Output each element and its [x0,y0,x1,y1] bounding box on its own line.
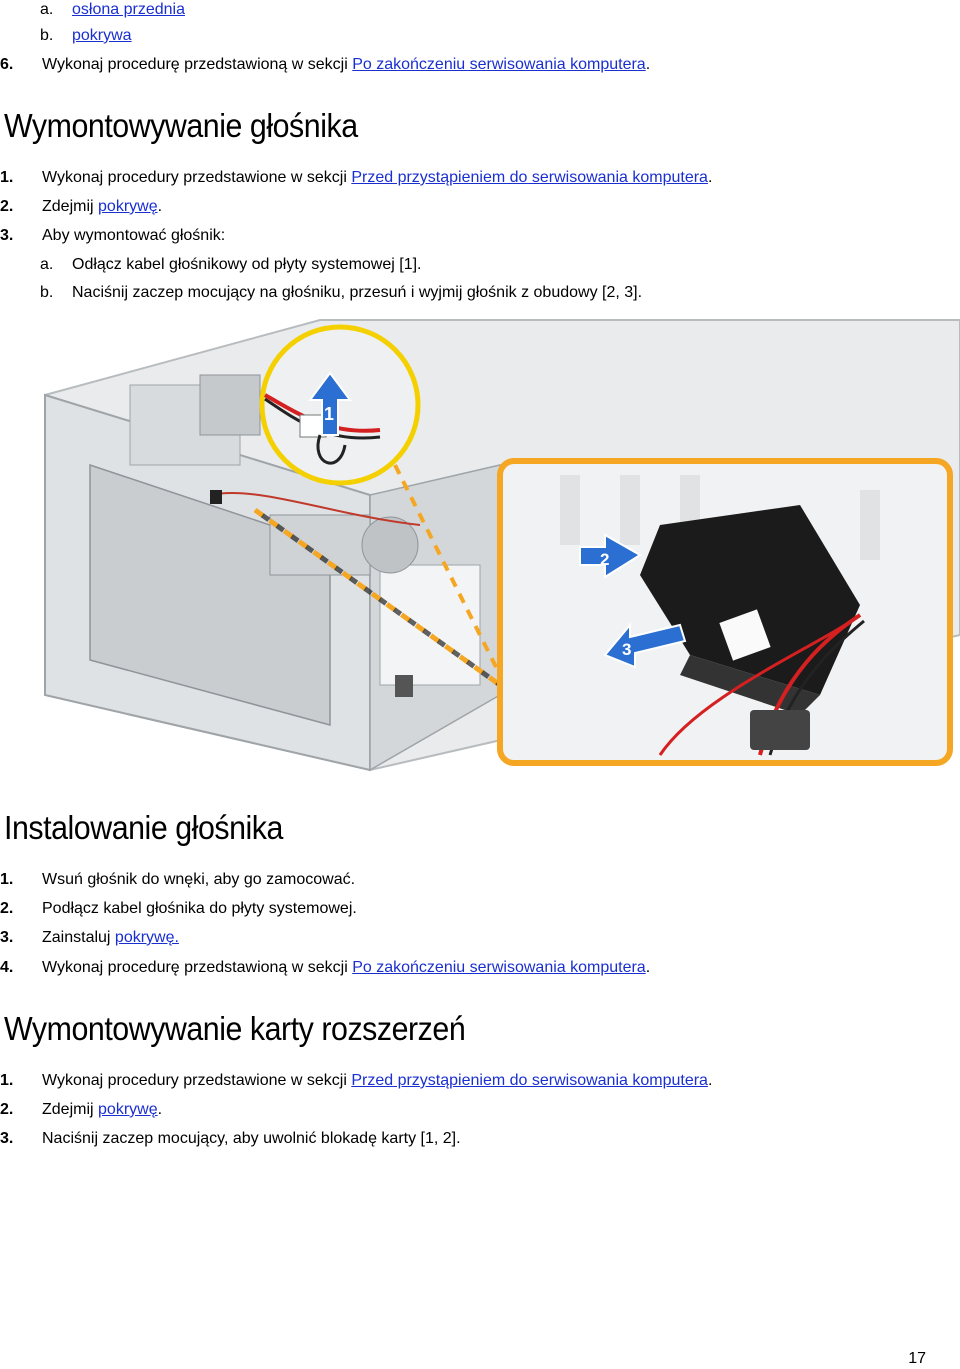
link-after-service[interactable]: Po zakończeniu serwisowania komputera [352,56,646,73]
substep-text: Naciśnij zaczep mocujący na głośniku, pr… [72,284,643,301]
connector-callout [259,324,421,486]
substep-text: Odłącz kabel głośnikowy od płyty systemo… [72,256,422,273]
step-text: Podłącz kabel głośnika do płyty systemow… [42,900,357,917]
step-text: Wykonaj procedurę przedstawioną w sekcji… [42,56,651,73]
step-number: 4. [0,959,14,976]
step-text: Zdejmij pokrywę. [42,198,163,215]
speaker-removal-figure: 1 2 3 [44,319,960,772]
substep-label: b. [40,284,54,301]
step-number: 3. [0,227,14,244]
step-number: 1. [0,169,14,186]
link-before-service[interactable]: Przed przystąpieniem do serwisowania kom… [351,169,708,186]
callout-2-label: 2 [600,550,609,569]
section-heading-remove-speaker: Wymontowywanie głośnika [4,107,358,144]
step-text: Wykonaj procedury przedstawione w sekcji… [42,169,713,186]
step-number: 1. [0,1072,14,1089]
step-number: 2. [0,1101,14,1118]
step-number: 6. [0,56,14,73]
section-heading-remove-card: Wymontowywanie karty rozszerzeń [4,1010,466,1047]
link-cover[interactable]: pokrywę. [114,929,179,946]
step-text: Wsuń głośnik do wnęki, aby go zamocować. [42,871,356,888]
callout-1-label: 1 [324,404,334,424]
step-text: Naciśnij zaczep mocujący, aby uwolnić bl… [42,1130,461,1147]
step-number: 2. [0,198,14,215]
section-heading-install-speaker: Instalowanie głośnika [4,809,283,846]
list-label: b. [40,27,54,44]
list-label: a. [40,1,54,18]
step-number: 2. [0,900,14,917]
step-text: Zainstaluj pokrywę. [42,929,179,946]
step-number: 3. [0,929,14,946]
substep-label: a. [40,256,54,273]
step-text: Aby wymontować głośnik: [42,227,226,244]
link-cover[interactable]: pokrywa [72,27,132,44]
link-front-bezel[interactable]: osłona przednia [72,1,185,18]
step-text: Wykonaj procedury przedstawione w sekcji… [42,1072,713,1089]
step-number: 3. [0,1130,14,1147]
step-number: 1. [0,871,14,888]
speaker-inset [497,458,953,766]
link-before-service[interactable]: Przed przystąpieniem do serwisowania kom… [351,1072,708,1089]
link-after-service[interactable]: Po zakończeniu serwisowania komputera [352,959,646,976]
link-cover[interactable]: pokrywę [98,198,158,215]
arrow-2-icon [579,533,642,579]
arrow-1-icon [308,371,352,436]
callout-3-label: 3 [622,640,631,659]
page-number: 17 [908,1350,926,1367]
step-text: Wykonaj procedurę przedstawioną w sekcji… [42,959,651,976]
link-cover[interactable]: pokrywę [98,1101,158,1118]
step-text: Zdejmij pokrywę. [42,1101,163,1118]
arrow-3-icon [603,622,687,669]
